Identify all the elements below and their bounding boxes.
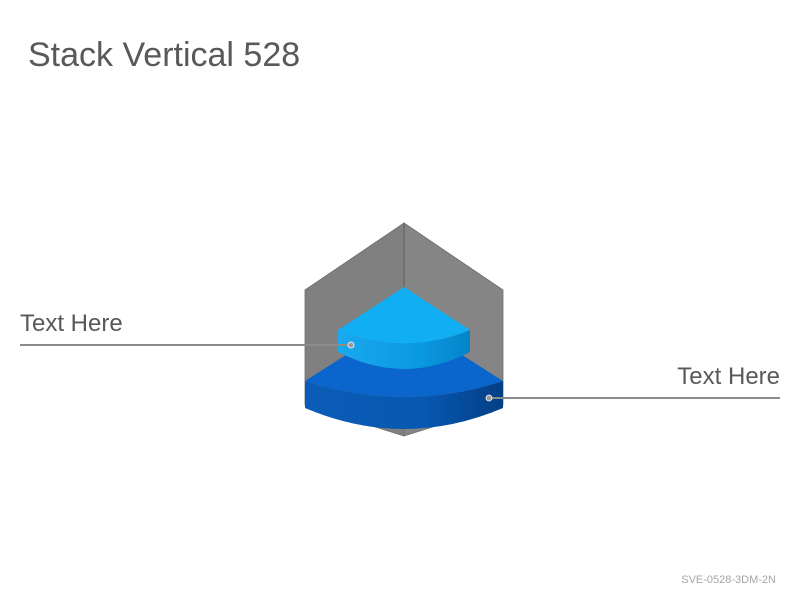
slide-title: Stack Vertical 528 [28, 36, 301, 74]
footer-code: SVE-0528-3DM-2N [681, 574, 776, 586]
stack-tier-top [338, 287, 470, 369]
label-right: Text Here [677, 363, 780, 390]
label-left: Text Here [20, 310, 123, 337]
leader-dot-left [347, 341, 355, 349]
leader-line-right [485, 394, 780, 402]
tier-top-top-face [338, 287, 470, 344]
leader-line-left [20, 341, 355, 349]
leader-dot-right [485, 394, 493, 402]
tier-top-side [338, 330, 470, 369]
